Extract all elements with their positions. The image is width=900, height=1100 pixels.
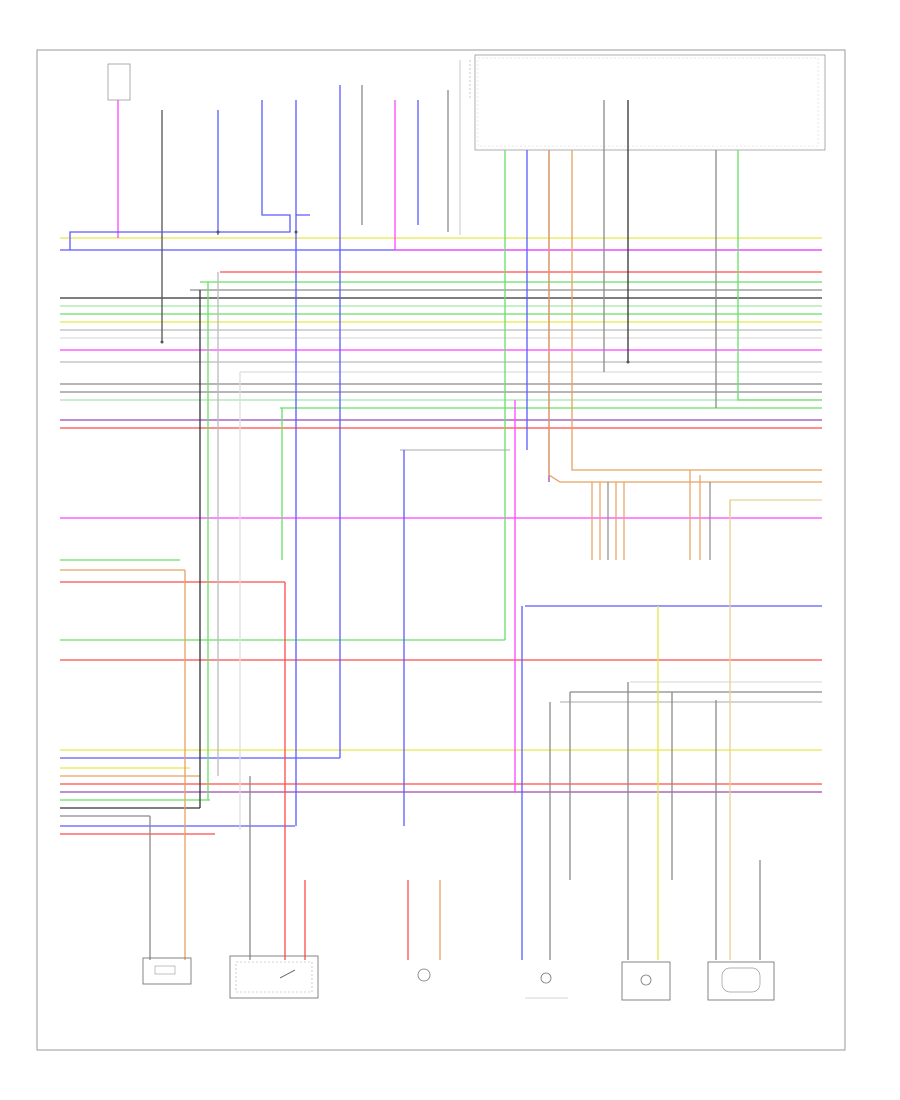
- component-c1: [142, 957, 192, 985]
- junction-dots: [160, 230, 630, 364]
- orange-connector-bundle: [591, 469, 822, 560]
- component-c6: [707, 961, 775, 1001]
- component-c5: [621, 961, 671, 1001]
- vertical-wires: [69, 85, 822, 960]
- diagram-frame: [36, 49, 846, 1051]
- instrument-cluster-box: [474, 54, 826, 151]
- component-c3: [417, 968, 431, 982]
- component-c2: [229, 955, 319, 999]
- top-left-components: [107, 60, 471, 235]
- component-c4: [525, 972, 568, 999]
- horizontal-wires: [60, 237, 822, 835]
